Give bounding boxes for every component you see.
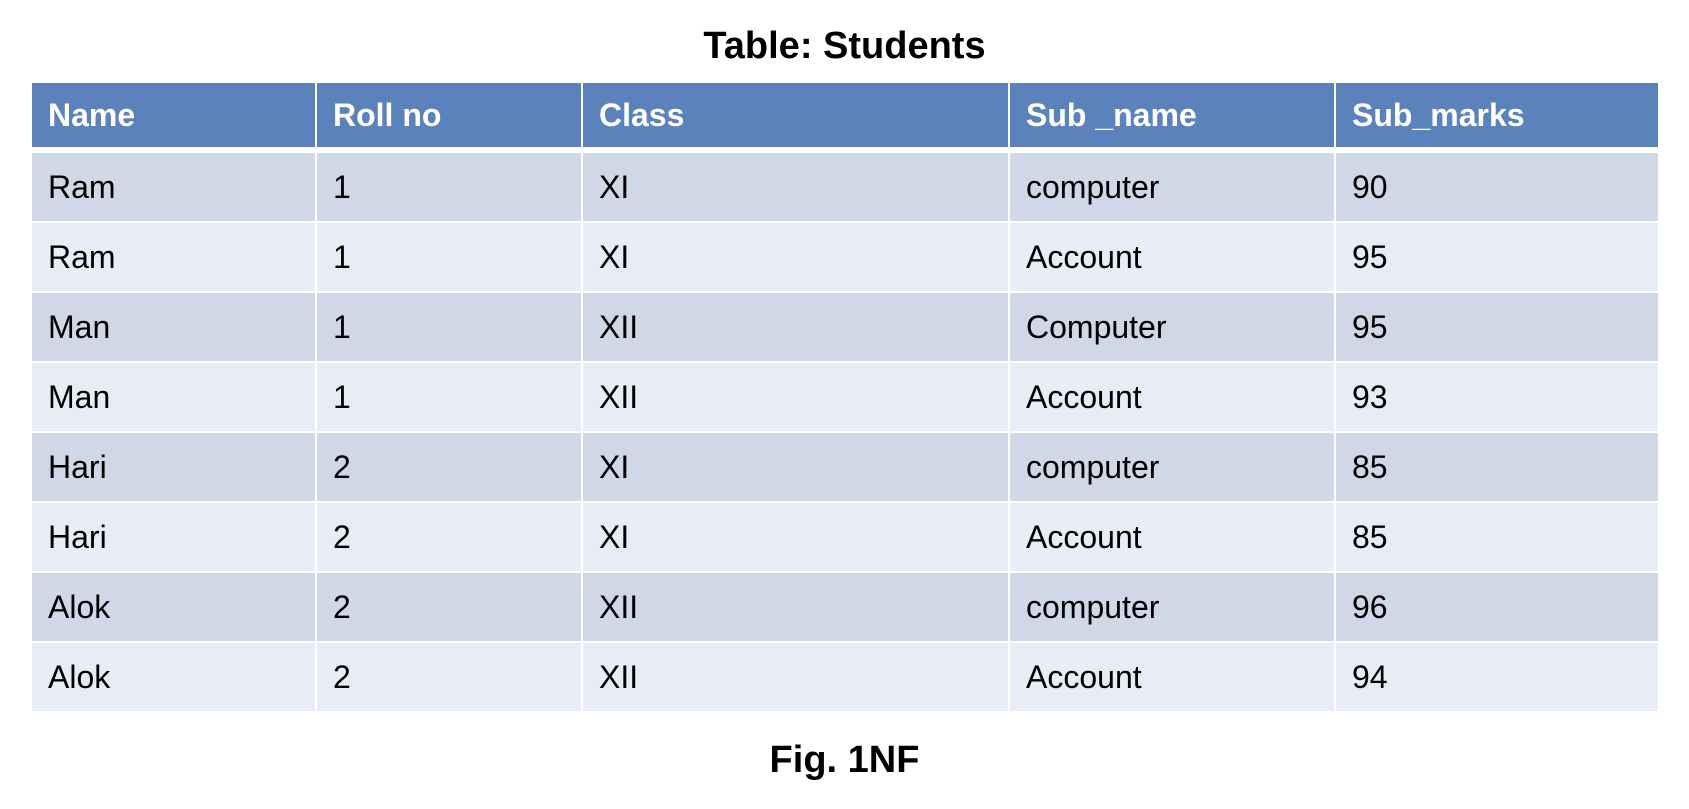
- table-row: Man 1 XII Computer 95: [32, 292, 1658, 363]
- cell-name: Man: [32, 292, 317, 363]
- cell-name: Man: [32, 362, 317, 433]
- cell-sub-name: Computer: [1009, 292, 1336, 363]
- cell-sub-marks: 95: [1335, 222, 1658, 293]
- cell-sub-marks: 93: [1335, 362, 1658, 433]
- column-header-class: Class: [582, 83, 1010, 153]
- cell-class: XII: [582, 362, 1010, 433]
- cell-name: Ram: [32, 222, 317, 293]
- header-row: Name Roll no Class Sub _name Sub_marks: [32, 83, 1658, 153]
- column-header-sub-name: Sub _name: [1009, 83, 1336, 153]
- cell-class: XI: [582, 150, 1010, 223]
- figure-caption: Fig. 1NF: [769, 739, 920, 781]
- cell-class: XII: [582, 292, 1010, 363]
- column-header-name: Name: [32, 83, 317, 153]
- column-header-sub-marks: Sub_marks: [1335, 83, 1658, 153]
- cell-roll-no: 2: [316, 572, 583, 643]
- cell-roll-no: 1: [316, 362, 583, 433]
- cell-sub-name: Account: [1009, 222, 1336, 293]
- cell-roll-no: 1: [316, 292, 583, 363]
- table-row: Hari 2 XI Account 85: [32, 502, 1658, 573]
- table-row: Alok 2 XII Account 94: [32, 642, 1658, 713]
- cell-roll-no: 1: [316, 222, 583, 293]
- cell-roll-no: 2: [316, 502, 583, 573]
- column-header-roll-no: Roll no: [316, 83, 583, 153]
- cell-roll-no: 2: [316, 432, 583, 503]
- cell-name: Ram: [32, 150, 317, 223]
- cell-sub-name: Account: [1009, 642, 1336, 713]
- cell-class: XI: [582, 432, 1010, 503]
- cell-class: XI: [582, 222, 1010, 293]
- cell-name: Hari: [32, 432, 317, 503]
- cell-roll-no: 1: [316, 150, 583, 223]
- cell-name: Hari: [32, 502, 317, 573]
- cell-class: XII: [582, 642, 1010, 713]
- cell-sub-name: computer: [1009, 150, 1336, 223]
- cell-class: XII: [582, 572, 1010, 643]
- cell-name: Alok: [32, 642, 317, 713]
- cell-class: XI: [582, 502, 1010, 573]
- cell-sub-name: Account: [1009, 502, 1336, 573]
- cell-name: Alok: [32, 572, 317, 643]
- cell-sub-marks: 95: [1335, 292, 1658, 363]
- cell-sub-marks: 85: [1335, 432, 1658, 503]
- cell-sub-marks: 85: [1335, 502, 1658, 573]
- students-table: Name Roll no Class Sub _name Sub_marks R…: [32, 83, 1658, 713]
- table-row: Alok 2 XII computer 96: [32, 572, 1658, 643]
- table-title: Table: Students: [703, 25, 986, 67]
- cell-sub-name: Account: [1009, 362, 1336, 433]
- cell-sub-name: computer: [1009, 432, 1336, 503]
- table-row: Ram 1 XI computer 90: [32, 150, 1658, 223]
- cell-roll-no: 2: [316, 642, 583, 713]
- cell-sub-marks: 96: [1335, 572, 1658, 643]
- table-row: Man 1 XII Account 93: [32, 362, 1658, 433]
- table-row: Ram 1 XI Account 95: [32, 222, 1658, 293]
- cell-sub-marks: 90: [1335, 150, 1658, 223]
- cell-sub-name: computer: [1009, 572, 1336, 643]
- table-row: Hari 2 XI computer 85: [32, 432, 1658, 503]
- cell-sub-marks: 94: [1335, 642, 1658, 713]
